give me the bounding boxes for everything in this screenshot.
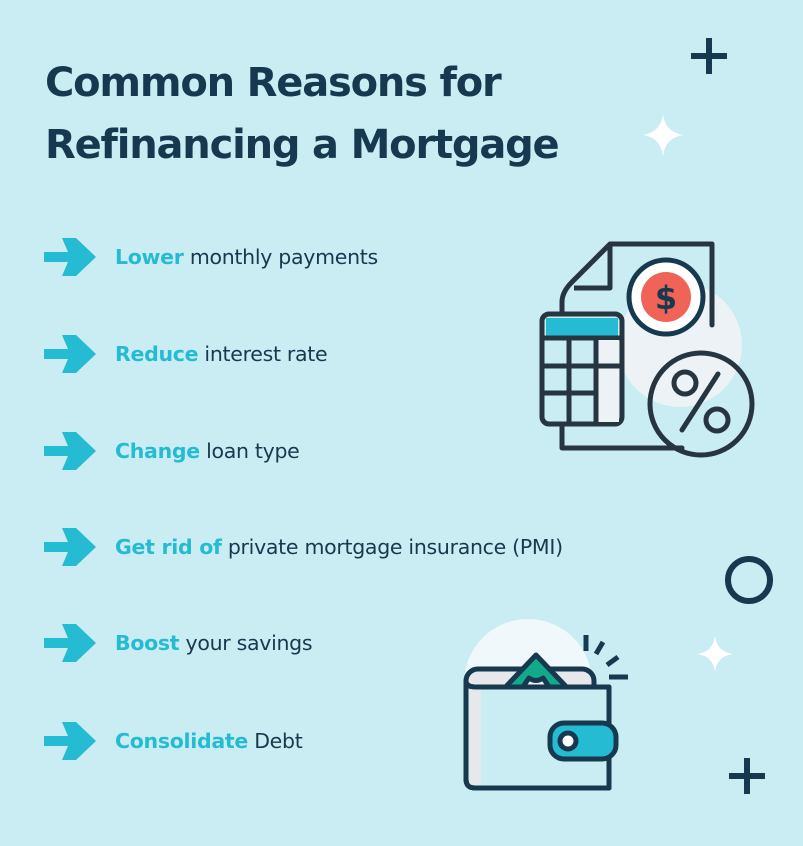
arrow-right-icon bbox=[44, 238, 96, 276]
page-title: Common Reasons for Refinancing a Mortgag… bbox=[45, 52, 560, 176]
sparkle-icon bbox=[643, 114, 683, 156]
arrow-right-icon bbox=[44, 528, 96, 566]
dollar-coin-icon: $ bbox=[626, 257, 706, 337]
reason-item-remove-pmi: Get rid of private mortgage insurance (P… bbox=[44, 527, 563, 567]
wallet-money-icon bbox=[463, 619, 628, 791]
reason-text: interest rate bbox=[198, 342, 328, 366]
arrow-right-icon bbox=[44, 432, 96, 470]
arrow-right-icon bbox=[44, 722, 96, 760]
calculator-icon bbox=[539, 311, 625, 427]
reason-text: loan type bbox=[199, 439, 300, 463]
svg-text:$: $ bbox=[655, 279, 677, 317]
reason-text: Debt bbox=[247, 729, 303, 753]
reason-highlight: Get rid of bbox=[115, 535, 222, 559]
reason-highlight: Change bbox=[115, 439, 200, 463]
reason-highlight: Reduce bbox=[115, 342, 199, 366]
title-line-2: Refinancing a Mortgage bbox=[45, 122, 560, 168]
reason-highlight: Lower bbox=[115, 245, 184, 269]
ring-icon bbox=[725, 556, 773, 604]
reason-item-lower-payments: Lower monthly payments bbox=[44, 237, 378, 277]
reason-item-reduce-rate: Reduce interest rate bbox=[44, 334, 328, 374]
reason-text: private mortgage insurance (PMI) bbox=[221, 535, 563, 559]
wallet-clasp bbox=[547, 720, 619, 762]
document-calculator-percent-icon: $ bbox=[539, 241, 755, 458]
reason-item-change-loan-type: Change loan type bbox=[44, 431, 300, 471]
percent-icon bbox=[647, 350, 755, 458]
plus-icon bbox=[729, 758, 765, 794]
reason-highlight: Consolidate bbox=[115, 729, 248, 753]
shine-lines bbox=[583, 635, 628, 680]
arrow-right-icon bbox=[44, 624, 96, 662]
reason-text: your savings bbox=[179, 631, 313, 655]
reason-item-boost-savings: Boost your savings bbox=[44, 623, 313, 663]
sparkle-icon bbox=[697, 636, 733, 672]
reason-item-consolidate-debt: Consolidate Debt bbox=[44, 721, 303, 761]
reason-text: monthly payments bbox=[183, 245, 378, 269]
title-line-1: Common Reasons for bbox=[45, 60, 502, 106]
reason-highlight: Boost bbox=[115, 631, 180, 655]
arrow-right-icon bbox=[44, 335, 96, 373]
plus-icon bbox=[691, 38, 727, 74]
